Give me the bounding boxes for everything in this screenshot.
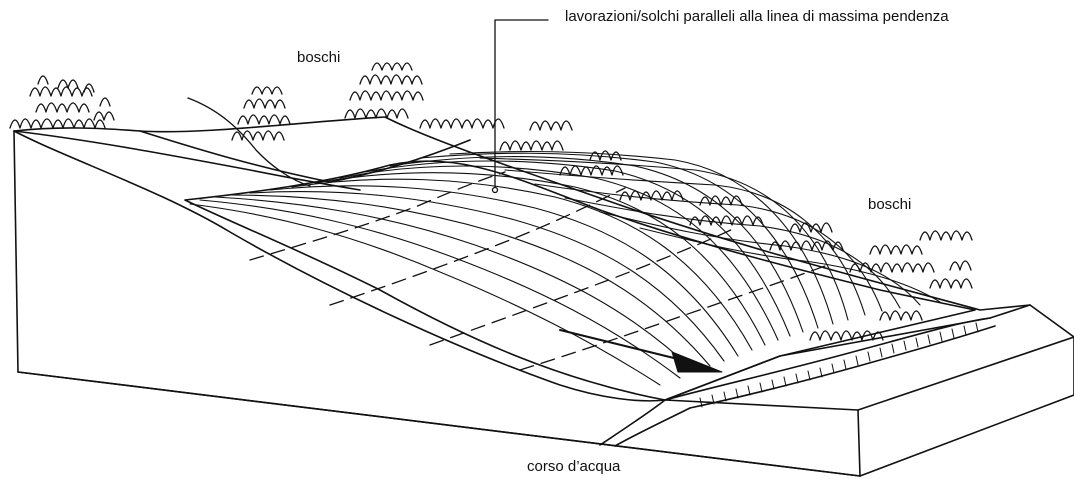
block-front-edge: [18, 372, 860, 476]
stream-outflow: [600, 400, 690, 446]
field-contour-dashes: [250, 172, 825, 370]
trees-top-icon: [345, 63, 423, 118]
slope-arrow-icon: [672, 352, 722, 372]
slope-arrow-shaft: [560, 330, 690, 362]
stream-bank-upper: [665, 318, 990, 400]
furrows-label: lavorazioni/solchi paralleli alla linea …: [565, 9, 949, 24]
woods-label-right: boschi: [868, 197, 911, 212]
field-outline: [185, 161, 975, 400]
woods-label-left: boschi: [297, 50, 340, 65]
furrows-leader-dot: [493, 188, 498, 193]
trees-left-icon: [10, 76, 114, 128]
stream-bank-lower: [690, 326, 995, 408]
ridge-line-2: [140, 131, 470, 182]
terrain-profile: [14, 131, 665, 401]
stream-label: corso d’acqua: [527, 459, 620, 474]
woods-leader-line: [188, 98, 310, 186]
ridge-line: [14, 131, 360, 190]
